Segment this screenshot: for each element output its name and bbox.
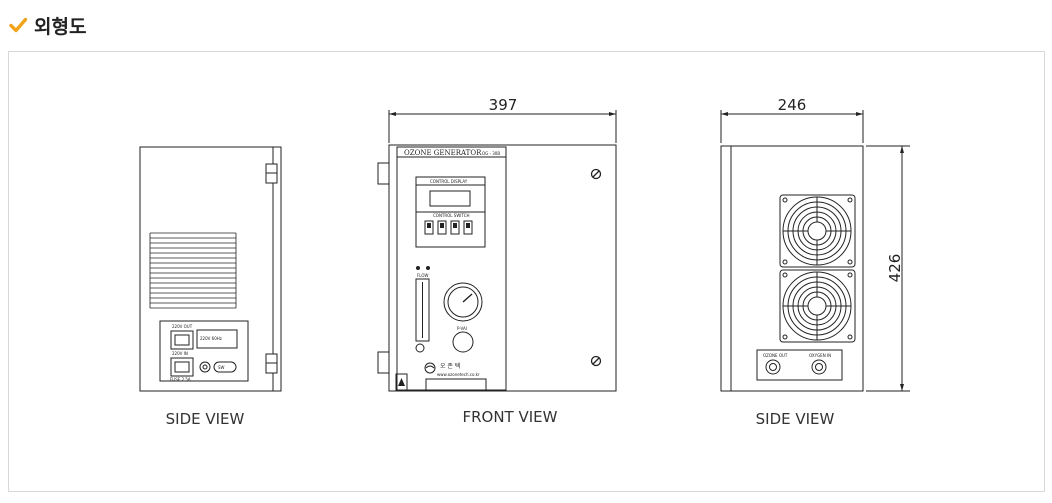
right-side-caption: SIDE VIEW [756, 410, 835, 428]
adjust-knob [452, 331, 474, 353]
side-width-value: 246 [778, 96, 807, 114]
fuse-holder [199, 361, 211, 373]
nameplate: OZONE GENERATOR [404, 149, 482, 157]
oxygen-in-label: OXYGEN IN [809, 353, 831, 358]
right-side-view [720, 110, 910, 392]
flow-label: FLOW [417, 273, 429, 278]
cooling-fan-bottom [779, 269, 856, 343]
logo-icon [424, 362, 436, 374]
front-view [377, 110, 617, 392]
oxygen-in-port [811, 359, 827, 375]
louver-vent [149, 232, 237, 309]
drawing-frame [8, 51, 1045, 492]
gauge-label: P-VAI [457, 326, 467, 331]
power-switch [213, 361, 237, 373]
pressure-gauge [443, 282, 483, 322]
cooling-fan-top [779, 194, 856, 268]
power-out-socket [170, 330, 194, 350]
ozone-out-label: OZONE OUT [763, 353, 788, 358]
company-name: 오 존 텍 [440, 363, 460, 370]
switch-label: SW [218, 365, 225, 370]
switch-2 [437, 220, 447, 235]
section-title: 외형도 [34, 15, 87, 38]
power-in-socket [170, 357, 194, 377]
switch-1 [424, 220, 434, 235]
switch-4 [463, 220, 473, 235]
spec-label [196, 329, 238, 349]
out-label: 220V OUT [172, 324, 193, 329]
height-value: 426 [886, 254, 904, 283]
check-icon [9, 17, 28, 33]
switch-3 [450, 220, 460, 235]
screw-top [590, 168, 602, 180]
model-label: OG - 30B [482, 151, 500, 156]
in-label: 220V IN [172, 351, 188, 356]
front-caption: FRONT VIEW [462, 408, 557, 426]
left-side-caption: SIDE VIEW [166, 410, 245, 428]
gas-port-panel [756, 349, 843, 381]
spec-line: 220V 60Hz [200, 336, 222, 341]
flowmeter [415, 278, 430, 342]
outlet-port [395, 373, 408, 391]
section-header: 외형도 [8, 10, 86, 40]
control-switch-label: CONTROL SWITCH [433, 213, 470, 218]
ozone-out-port [765, 359, 781, 375]
left-side-view [139, 146, 282, 392]
flowmeter-valve [415, 343, 425, 353]
company-url: www.ozonetech.co.kr [437, 372, 480, 377]
front-width-value: 397 [489, 96, 518, 114]
screw-bottom [590, 355, 602, 367]
fuse-label: FUSE 2.5A [170, 377, 191, 382]
display-window [429, 190, 471, 207]
power-panel [159, 320, 249, 382]
control-display-label: CONTROL DISPLAY [430, 179, 468, 184]
